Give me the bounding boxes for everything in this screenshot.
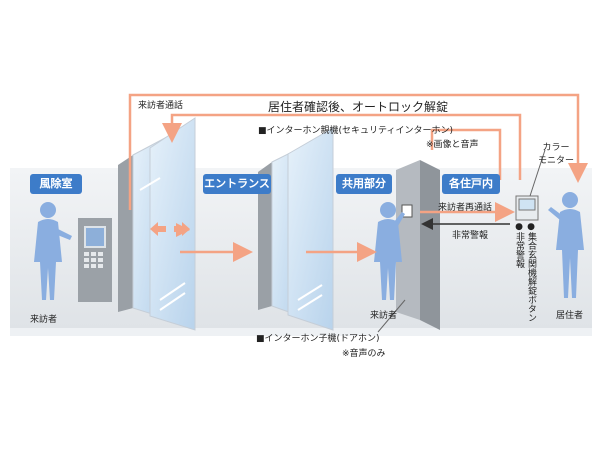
flow-arrows: [150, 222, 190, 237]
sub-unit-note: ※音声のみ: [342, 349, 386, 359]
zone-tag-entrance: エントランス: [203, 174, 271, 194]
leader-lines: [377, 149, 546, 333]
vestibule-door: [118, 117, 196, 331]
resident-figure: [548, 192, 584, 298]
master-unit-note: ※画像と音声: [426, 140, 479, 150]
color-monitor-line1: カラー: [542, 143, 570, 153]
sub-unit-label: ■インターホン子機(ドアホン): [256, 334, 380, 344]
color-monitor-line2: モニター: [538, 156, 575, 166]
resident-label: 居住者: [556, 311, 584, 321]
color-monitor-label: カラー モニター: [538, 140, 574, 166]
dwelling-door: [396, 160, 440, 330]
signal-lines: [420, 202, 515, 230]
zone-tag-vestibule: 風除室: [30, 174, 82, 194]
visitor-right-label: 来訪者: [370, 311, 398, 321]
entrance-door: [258, 127, 334, 331]
visitor-left-label: 来訪者: [30, 315, 58, 325]
master-unit-label: ■インターホン親機(セキュリティインターホン): [258, 126, 453, 136]
button-unlock-label: ●集合玄関機解錠ボタン: [526, 222, 536, 322]
zone-tag-common-area: 共用部分: [336, 174, 392, 194]
visitor-call-label: 来訪者通話: [138, 101, 184, 111]
visitor-figure-left: [34, 202, 72, 300]
visitor-figure-right: [374, 202, 405, 300]
call-loop-arrows: [128, 93, 588, 210]
entrance-panel: [78, 218, 112, 302]
zone-tag-dwelling: 各住戸内: [442, 174, 500, 194]
unlock-flow-label: 居住者確認後、オートロック解錠: [268, 100, 449, 114]
master-unit-device: [515, 195, 539, 221]
floor: [10, 328, 592, 336]
button-alarm-label: ●非常警報: [514, 222, 524, 268]
emergency-alarm-label: 非常警報: [452, 231, 489, 241]
revisit-call-label: 来訪者再通話: [438, 203, 493, 213]
